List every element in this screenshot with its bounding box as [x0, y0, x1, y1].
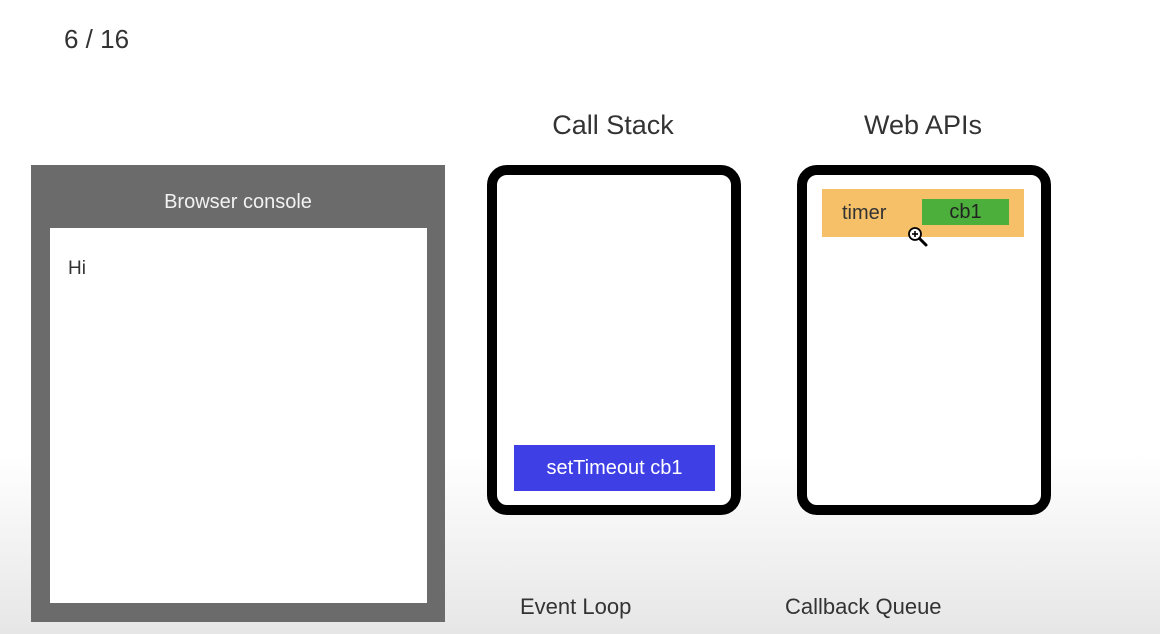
browser-console-header: Browser console	[164, 191, 312, 213]
browser-console-output: Hi	[50, 228, 427, 603]
call-stack-box: setTimeout cb1	[487, 165, 741, 515]
web-apis-box: timer cb1	[797, 165, 1051, 515]
timer-label: timer	[842, 202, 887, 224]
console-output-line: Hi	[68, 258, 86, 279]
call-stack-frame: setTimeout cb1	[514, 445, 715, 491]
call-stack-title: Call Stack	[552, 110, 674, 140]
timer-callback-badge: cb1	[922, 199, 1009, 225]
web-api-timer-item: timer cb1	[822, 189, 1024, 237]
callback-queue-label: Callback Queue	[785, 594, 942, 619]
web-apis-title: Web APIs	[863, 110, 983, 140]
browser-console-panel: Browser console Hi	[31, 165, 445, 622]
slide-counter: 6 / 16	[64, 24, 130, 54]
event-loop-label: Event Loop	[520, 594, 632, 619]
zoom-in-cursor-icon	[907, 226, 929, 248]
